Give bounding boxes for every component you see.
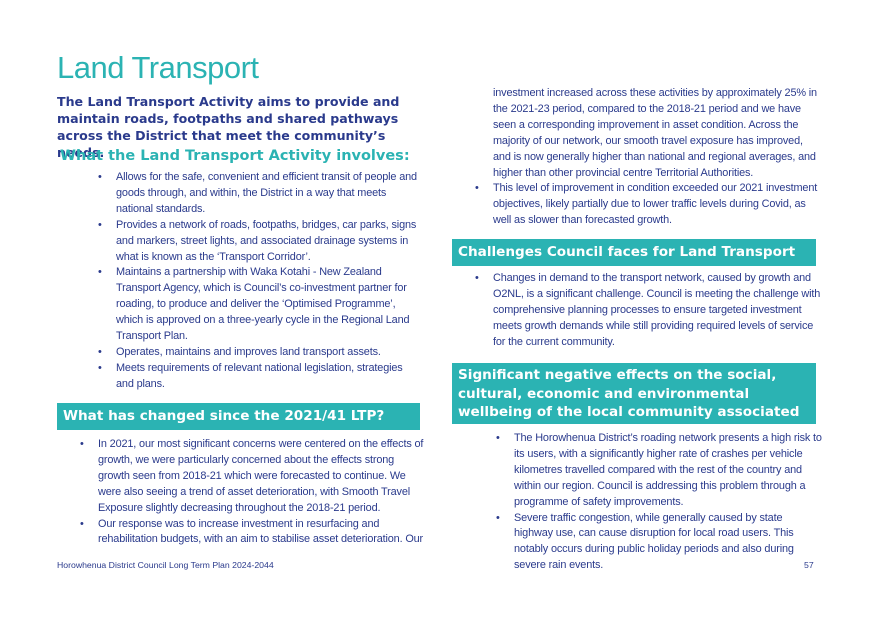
page-title: Land Transport xyxy=(57,50,259,85)
challenges-heading-band: Challenges Council faces for Land Transp… xyxy=(452,239,816,266)
continued-paragraph: investment increased across these activi… xyxy=(493,87,817,179)
involves-heading: What the Land Transport Activity involve… xyxy=(60,148,410,164)
list-item: Severe traffic congestion, while general… xyxy=(496,511,822,575)
changed-continued-list: This level of improvement in condition e… xyxy=(475,181,823,229)
involves-list: Allows for the safe, convenient and effi… xyxy=(98,170,423,393)
effects-list: The Horowhenua District’s roading networ… xyxy=(496,431,822,574)
changed-continued: investment increased across these activi… xyxy=(475,86,823,229)
list-item: Maintains a partnership with Waka Kotahi… xyxy=(98,265,423,345)
effects-heading-band: Significant negative effects on the soci… xyxy=(452,363,816,439)
page-number: 57 xyxy=(804,560,814,570)
list-item: This level of improvement in condition e… xyxy=(475,181,823,229)
list-item: Meets requirements of relevant national … xyxy=(98,361,423,393)
list-item: Our response was to increase investment … xyxy=(80,517,425,549)
intro-paragraph: The Land Transport Activity aims to prov… xyxy=(57,94,400,160)
list-item: In 2021, our most significant concerns w… xyxy=(80,437,425,517)
list-item: The Horowhenua District’s roading networ… xyxy=(496,431,822,511)
list-item: Changes in demand to the transport netwo… xyxy=(475,271,823,351)
changed-heading-band: What has changed since the 2021/41 LTP? xyxy=(57,403,420,430)
footer-document-title: Horowhenua District Council Long Term Pl… xyxy=(57,560,274,570)
list-item: Operates, maintains and improves land tr… xyxy=(98,345,423,361)
challenges-list: Changes in demand to the transport netwo… xyxy=(475,271,823,351)
list-item: Provides a network of roads, footpaths, … xyxy=(98,218,423,266)
changed-list: In 2021, our most significant concerns w… xyxy=(80,437,425,548)
list-item: Allows for the safe, convenient and effi… xyxy=(98,170,423,218)
